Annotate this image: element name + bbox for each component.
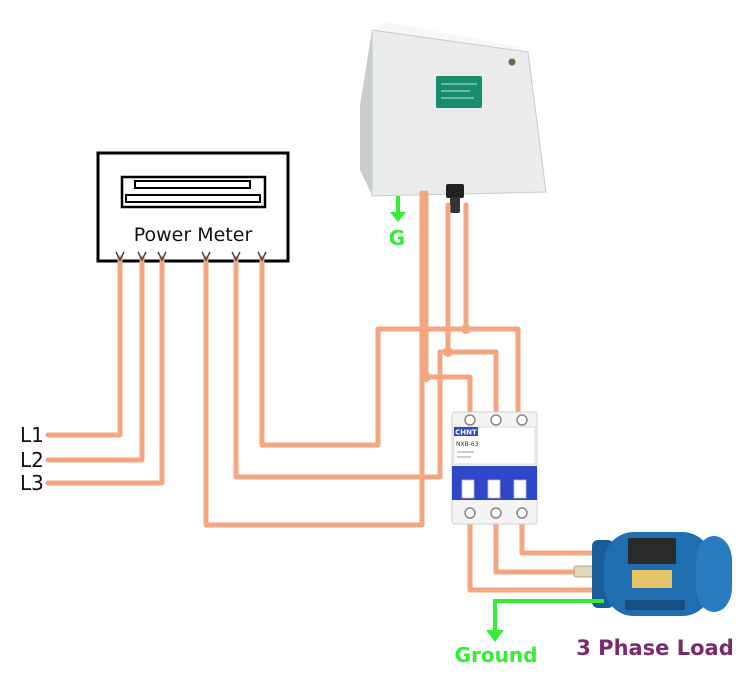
meter-terminal xyxy=(137,251,147,262)
breaker-toggle xyxy=(461,479,475,499)
meter-terminal xyxy=(157,251,167,262)
junction-dot xyxy=(421,372,431,382)
wire-meter-5-breaker xyxy=(233,255,499,480)
label-l1: L1 xyxy=(20,423,44,447)
meter-terminal xyxy=(115,251,125,262)
cable-gland xyxy=(446,184,464,198)
phase-wires xyxy=(45,190,603,593)
power-meter-label: Power Meter xyxy=(134,224,253,246)
enclosure-front-face xyxy=(371,29,547,197)
label-g: G xyxy=(389,226,405,250)
breaker-top-screw xyxy=(464,414,476,426)
meter-display-line xyxy=(134,180,251,189)
wire-breaker-motor-2 xyxy=(493,522,603,575)
wire-meter-4-enclosure xyxy=(203,190,425,528)
wire-l2 xyxy=(45,255,145,463)
motor-terminal-box xyxy=(628,538,676,564)
motor-base xyxy=(625,600,685,610)
junction-dot xyxy=(461,324,471,334)
meter-terminals xyxy=(115,251,267,262)
wire-enclosure-breaker-1 xyxy=(423,190,473,419)
motor-ground-wire xyxy=(493,599,604,632)
cable-gland-nut xyxy=(450,197,460,213)
meter-terminal xyxy=(231,251,241,262)
label-load: 3 Phase Load xyxy=(576,636,734,660)
enclosure-box xyxy=(360,22,547,213)
junction-dot xyxy=(443,347,453,357)
breaker-toggle xyxy=(513,479,527,499)
wire-breaker-motor-3 xyxy=(519,522,603,556)
label-l3: L3 xyxy=(20,471,44,495)
power-meter: Power Meter xyxy=(96,151,290,263)
motor-ground-arrow xyxy=(486,630,504,642)
enclosure-nameplate xyxy=(436,76,482,108)
motor-nameplate xyxy=(632,570,672,588)
ground-arrows xyxy=(390,212,504,642)
circuit-breaker: CHNT NXB-63 xyxy=(451,411,538,525)
breaker-brand: CHNT xyxy=(455,429,477,437)
meter-terminal xyxy=(201,251,211,262)
enclosure-side-face xyxy=(360,30,372,195)
breaker-brand-badge xyxy=(454,427,478,436)
breaker-bottom-screw xyxy=(516,507,528,519)
breaker-toggle xyxy=(487,479,501,499)
breaker-top-screw xyxy=(516,414,528,426)
wire-meter-6-breaker xyxy=(259,255,521,448)
wire-l3 xyxy=(45,255,165,486)
breaker-model: NXB-63 xyxy=(456,441,479,448)
motor-fan-cover xyxy=(696,536,732,612)
breaker-top-screw xyxy=(490,414,502,426)
label-l2: L2 xyxy=(20,448,44,472)
breaker-bottom-screw xyxy=(464,507,476,519)
enclosure-lock xyxy=(508,58,516,66)
meter-display-line xyxy=(125,194,261,203)
wire-breaker-motor-1 xyxy=(467,522,603,593)
wire-l1 xyxy=(45,255,123,438)
enclosure-ground-arrow xyxy=(390,212,406,222)
breaker-bottom-screw xyxy=(490,507,502,519)
meter-terminal xyxy=(257,251,267,262)
three-phase-motor xyxy=(573,532,732,616)
label-ground: Ground xyxy=(455,643,538,667)
wire-junctions xyxy=(421,324,471,382)
